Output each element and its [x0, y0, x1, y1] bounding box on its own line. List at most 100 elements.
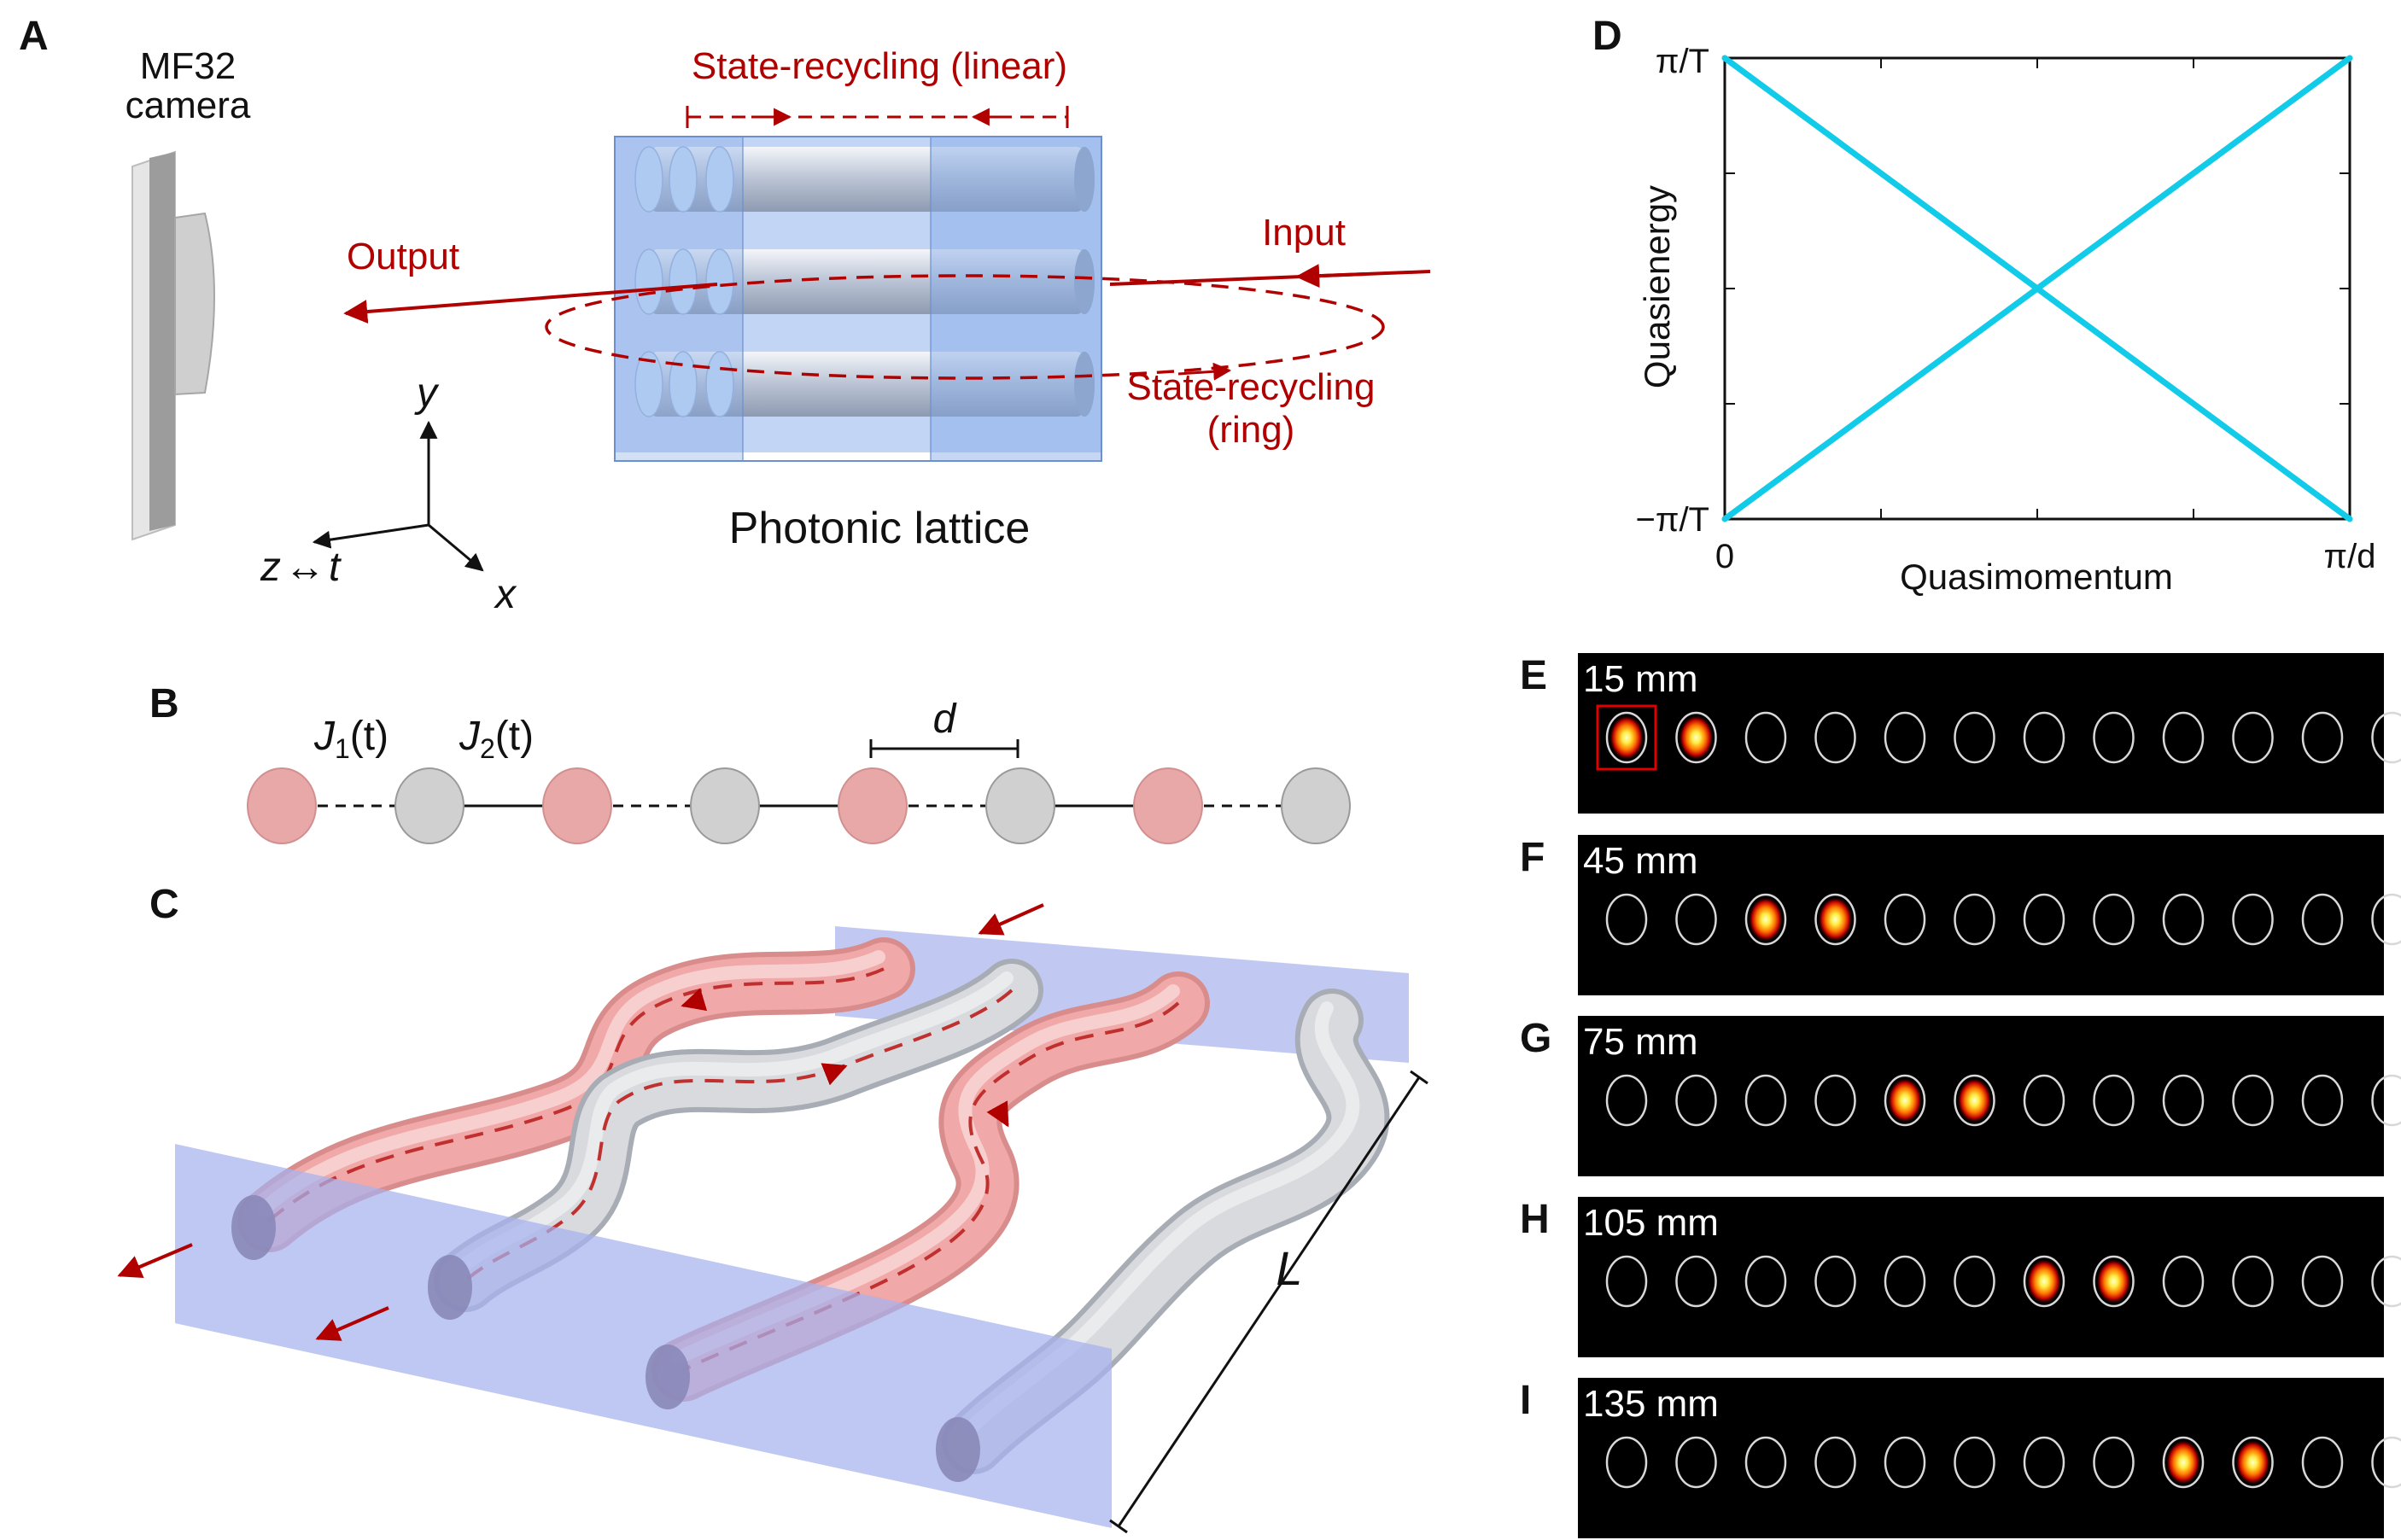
waveguide-site-ring [2232, 711, 2274, 764]
light-direction-arrow [986, 1100, 1009, 1128]
waveguide-face [634, 146, 663, 213]
input-label: Input [1262, 212, 1346, 254]
x-tick-right: π/d [2324, 538, 2376, 575]
waveguide-site-ring [2093, 893, 2135, 946]
waveguide-site-ring [1605, 1074, 1648, 1127]
waveguide-site-ring [1814, 1074, 1856, 1127]
waveguide-site-ring [2371, 893, 2401, 946]
waveguide-face [669, 248, 698, 315]
light-spot [1957, 1078, 1992, 1123]
waveguide-site-ring [1884, 1074, 1926, 1127]
y-tick-bottom: −π/T [1635, 501, 1709, 539]
light-spot [1749, 897, 1783, 942]
waveguide-site-ring [1744, 1074, 1787, 1127]
waveguide-site-ring [2301, 1436, 2344, 1489]
waveguide-site-ring [1884, 1436, 1926, 1489]
j1-letter: J [313, 714, 336, 759]
waveguide-site-ring [2162, 1436, 2205, 1489]
waveguide-site-ring [1884, 1255, 1926, 1308]
waveguide-site-ring [1605, 1436, 1648, 1489]
waveguide-site-ring [2162, 1255, 2205, 1308]
snapshot-background [1578, 1197, 2384, 1357]
snapshot-distance: 45 mm [1583, 840, 1697, 882]
snapshot-label: G [1520, 1016, 1551, 1061]
light-spot [2027, 1259, 2061, 1304]
linear-recycling-bracket [686, 106, 1069, 128]
waveguide-highlight [257, 950, 885, 1216]
j1-subscript: 1 [335, 733, 350, 764]
input-arrow-c [978, 903, 1044, 936]
waveguide-site-ring [1675, 1436, 1717, 1489]
band-line-2 [1721, 55, 2353, 522]
front-plane [175, 1144, 1112, 1528]
waveguide-face [634, 351, 663, 417]
lattice-waveguide [720, 147, 1084, 212]
waveguide-end [1074, 352, 1095, 417]
coupling-j2-label: J2(t) [459, 714, 534, 764]
light-spot [2096, 1259, 2131, 1304]
waveguide-site-ring [2093, 1436, 2135, 1489]
waveguide-face [634, 248, 663, 315]
output-arrow-c-1 [117, 1243, 193, 1279]
site-b [690, 767, 760, 844]
light-spot [1609, 715, 1644, 760]
light-direction-arrow [821, 1063, 848, 1086]
length-bracket [1109, 1070, 1428, 1534]
waveguide-site-ring [1605, 1255, 1648, 1308]
waveguide-site-ring [2023, 1074, 2065, 1127]
length-l-label: L [1276, 1241, 1302, 1295]
waveguide-site-ring [1814, 1255, 1856, 1308]
photonic-lattice [614, 136, 1102, 462]
snapshot-label: E [1520, 653, 1547, 698]
waveguide-site-ring [1605, 711, 1648, 764]
waveguide-cap [231, 1195, 276, 1260]
band-chart [1721, 55, 2353, 522]
waveguide-site-ring [2301, 1074, 2344, 1127]
panel-b-label: B [149, 681, 179, 726]
waveguide-site-ring [2093, 1074, 2135, 1127]
panel-c: C L [117, 882, 1428, 1534]
waveguide-site-ring [2232, 893, 2274, 946]
waveguide-site-ring [2023, 1255, 2065, 1308]
waveguide-end-caps [231, 1195, 980, 1482]
site-b [1281, 767, 1351, 844]
waveguide-site-ring [1744, 893, 1787, 946]
waveguide-site-ring [1814, 711, 1856, 764]
waveguide-face [705, 248, 734, 315]
input-site-highlight [1596, 704, 1657, 771]
panel-b: B J1(t) J2(t) d [149, 681, 1351, 844]
waveguide-site-ring [1744, 1255, 1787, 1308]
waveguide-site-ring [1675, 711, 1717, 764]
light-spot [2166, 1440, 2200, 1485]
light-spot [1888, 1078, 1922, 1123]
coordinate-axes [312, 420, 484, 572]
waveguide-site-ring [1884, 711, 1926, 764]
site-a [1133, 767, 1203, 844]
waveguide-face [669, 351, 698, 417]
panel-c-label: C [149, 882, 179, 927]
waveguide-site-ring [2371, 1255, 2401, 1308]
light-spot [1818, 897, 1853, 942]
camera-icon [131, 150, 215, 541]
waveguide-site-ring [1954, 893, 1995, 946]
waveguide-site-ring [1954, 711, 1995, 764]
dimer-chain [247, 767, 1351, 844]
output-arrow [343, 283, 718, 324]
waveguide-site-ring [2093, 711, 2135, 764]
spacing-d-label: d [933, 697, 957, 742]
waveguide-end [1074, 249, 1095, 314]
lattice-waveguide [720, 352, 1084, 417]
waveguide-site-ring [2371, 711, 2401, 764]
axis-t-letter: t [329, 545, 342, 590]
light-path [682, 1001, 1180, 1372]
waveguide-face [705, 146, 734, 213]
waveguide-site-ring [1675, 1255, 1717, 1308]
output-label: Output [347, 236, 459, 277]
snapshot-label: I [1520, 1378, 1531, 1423]
waveguide-site-ring [2301, 1255, 2344, 1308]
waveguide-site-ring [2162, 1074, 2205, 1127]
